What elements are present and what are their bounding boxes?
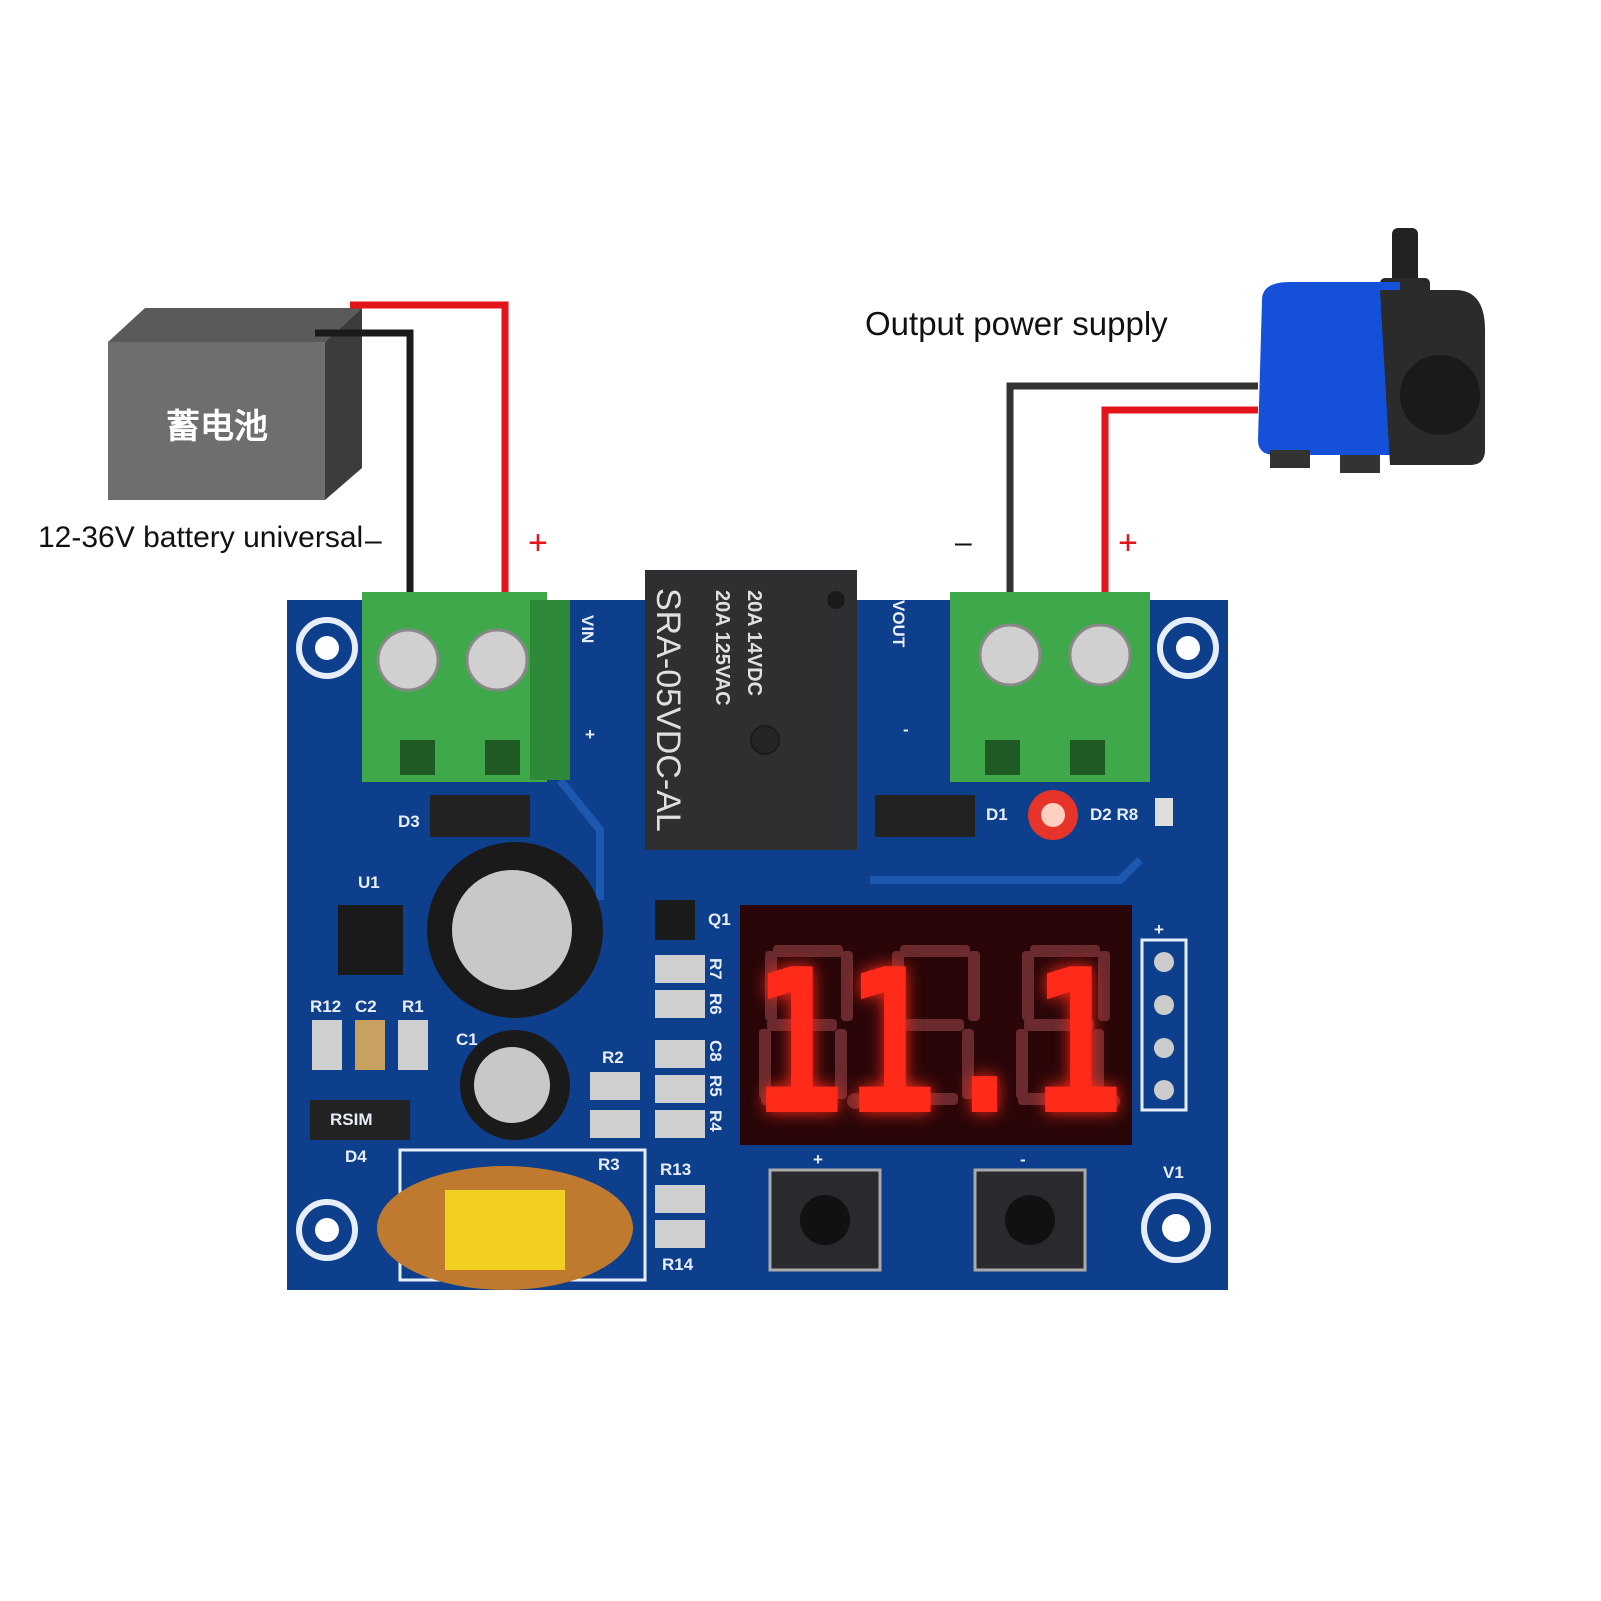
digit-1-decimal-point <box>847 1093 863 1109</box>
silk-r13: R13 <box>660 1160 691 1179</box>
digit-3-segment-d <box>1018 1093 1088 1105</box>
minus-button[interactable] <box>973 1168 1087 1272</box>
silk-header-plus: + <box>1154 920 1164 939</box>
silk-button-plus: + <box>813 1150 823 1169</box>
digit-2-decimal-point <box>974 1093 990 1109</box>
digit-1-segment-e <box>759 1029 771 1099</box>
digit-3-segment-e <box>1016 1029 1028 1099</box>
silk-v1: V1 <box>1163 1163 1184 1182</box>
digit-3-segment-c <box>1092 1029 1104 1099</box>
silk-u1: U1 <box>358 873 380 892</box>
silk-d2-r8: D2 R8 <box>1090 805 1138 824</box>
silk-r3: R3 <box>598 1155 620 1174</box>
display-value: 11.1 <box>752 927 1124 1160</box>
silk-r12: R12 <box>310 997 341 1016</box>
digit-2-segment-c <box>962 1029 974 1099</box>
digit-3-segment-g <box>1024 1019 1094 1031</box>
silk-button-minus: - <box>1020 1150 1026 1169</box>
silk-r1: R1 <box>402 997 424 1016</box>
silk-c8: C8 <box>706 1040 725 1062</box>
digit-2-segment-d <box>888 1093 958 1105</box>
diode-d3 <box>430 795 530 837</box>
silk-c1: C1 <box>456 1030 478 1049</box>
resistor-r8 <box>1155 798 1173 826</box>
battery-black-wire <box>315 329 414 598</box>
relay-rating-2: 20A 125VAC <box>711 590 733 706</box>
digit-1-segment-c <box>835 1029 847 1099</box>
output-neg-label: – <box>955 526 972 559</box>
water-pump-image <box>1258 228 1485 473</box>
input-neg-screw[interactable] <box>376 628 440 692</box>
relay: SRA-05VDC-AL 20A 14VDC 20A 125VAC <box>645 570 857 850</box>
digit-1-segment-g <box>767 1019 837 1031</box>
battery-neg-label: – <box>365 524 382 557</box>
digit-3-decimal-point <box>1104 1093 1120 1109</box>
silk-r2: R2 <box>602 1048 624 1067</box>
digit-3-segment-a <box>1030 945 1100 957</box>
input-terminal-block <box>362 592 570 782</box>
silk-d1: D1 <box>986 805 1008 824</box>
silk-d3: D3 <box>398 812 420 831</box>
silk-d4: D4 <box>345 1147 367 1166</box>
silk-r7: R7 <box>706 958 725 980</box>
silk-q1: Q1 <box>708 910 731 929</box>
input-pos-screw[interactable] <box>465 628 529 692</box>
output-red-wire <box>1101 406 1258 598</box>
digit-3-segment-f <box>1022 951 1034 1021</box>
digit-2-segment-g <box>894 1019 964 1031</box>
silk-r5: R5 <box>706 1075 725 1097</box>
seven-segment-display: 11.1 <box>740 905 1132 1160</box>
output-pos-label: + <box>1118 524 1138 562</box>
silk-r14: R14 <box>662 1255 694 1274</box>
output-caption: Output power supply <box>865 305 1168 342</box>
d4-part-label: RSIM <box>330 1110 373 1129</box>
silk-r4: R4 <box>706 1110 725 1132</box>
digit-2-segment-f <box>892 951 904 1021</box>
battery-label: 蓄电池 <box>166 408 268 446</box>
battery-red-wire <box>350 301 509 598</box>
transistor-q1 <box>655 900 695 940</box>
diode-d1 <box>875 795 975 837</box>
header-pins <box>1140 938 1188 1112</box>
digit-2-segment-e <box>886 1029 898 1099</box>
silk-c2: C2 <box>355 997 377 1016</box>
vout-label: VOUT <box>889 600 908 648</box>
diode-d4 <box>310 1100 410 1140</box>
digit-1-segment-a <box>773 945 843 957</box>
digit-2-segment-b <box>968 951 980 1021</box>
relay-rating-1: 20A 14VDC <box>743 590 765 696</box>
inductor-coil <box>377 1148 647 1290</box>
silk-r6: R6 <box>706 993 725 1015</box>
vout-minus-label: - <box>903 720 909 739</box>
digit-3-segment-b <box>1098 951 1110 1021</box>
battery-pos-label: + <box>528 524 548 562</box>
output-terminal-block <box>950 592 1150 782</box>
vin-plus-label: + <box>585 725 595 744</box>
battery-caption: 12-36V battery universal <box>38 521 363 554</box>
vin-label: VIN <box>578 615 597 643</box>
battery: 蓄电池 <box>108 308 362 500</box>
digit-2-segment-a <box>900 945 970 957</box>
smd-resistors <box>312 955 705 1248</box>
digit-1-segment-d <box>761 1093 831 1105</box>
output-neg-screw[interactable] <box>978 623 1042 687</box>
output-pos-screw[interactable] <box>1068 623 1132 687</box>
plus-button[interactable] <box>768 1168 882 1272</box>
silkscreen-labels: D3 U1 R12 C2 R1 C1 R2 D4 R3 R13 R14 Q1 R… <box>310 805 1184 1274</box>
output-black-wire <box>1006 382 1258 598</box>
relay-model: SRA-05VDC-AL <box>649 588 687 832</box>
digit-1-segment-b <box>841 951 853 1021</box>
digit-1-segment-f <box>765 951 777 1021</box>
chip-u1 <box>338 905 403 975</box>
